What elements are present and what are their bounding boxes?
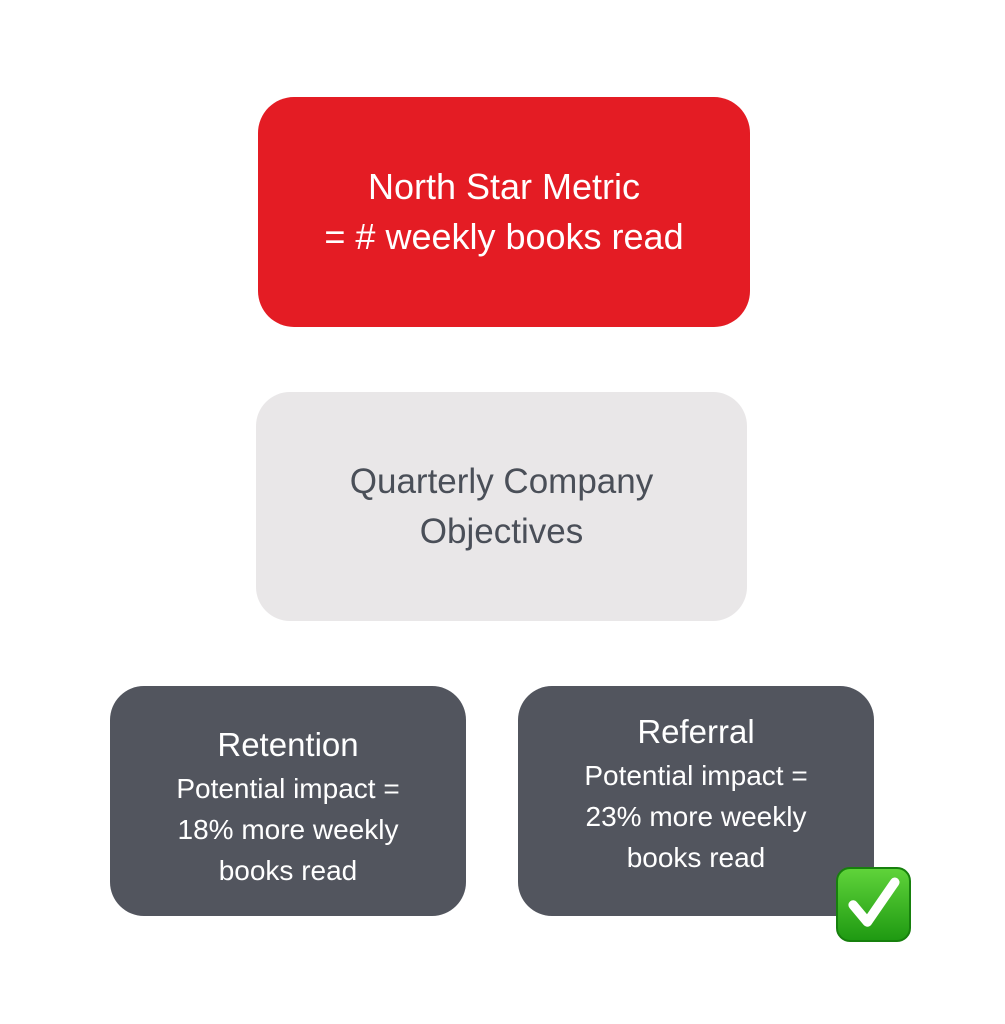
north-star-definition: = # weekly books read [324, 216, 684, 257]
objectives-line-1: Quarterly Company [349, 461, 654, 501]
retention-impact-line-2: 18% more weekly [177, 813, 399, 845]
retention-box: Retention Potential impact = 18% more we… [110, 686, 466, 916]
retention-impact-line-3: books read [218, 854, 358, 886]
check-mark-button-icon [836, 867, 911, 942]
north-star-metric-box: North Star Metric = # weekly books read [258, 97, 750, 327]
retention-title: Retention [217, 725, 359, 763]
referral-title: Referral [637, 712, 755, 750]
objectives-line-2: Objectives [419, 511, 584, 551]
retention-impact-line-1: Potential impact = [176, 772, 400, 804]
referral-box: Referral Potential impact = 23% more wee… [518, 686, 874, 916]
quarterly-objectives-box: Quarterly Company Objectives [256, 392, 747, 621]
referral-impact-line-3: books read [626, 841, 766, 873]
referral-impact-line-1: Potential impact = [584, 759, 808, 791]
referral-impact-line-2: 23% more weekly [585, 800, 807, 832]
north-star-title: North Star Metric [367, 166, 641, 207]
